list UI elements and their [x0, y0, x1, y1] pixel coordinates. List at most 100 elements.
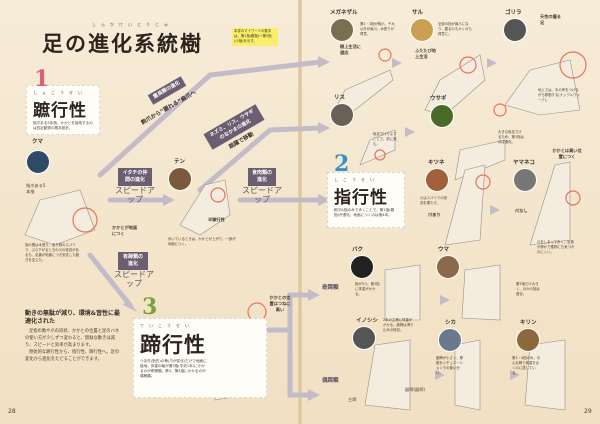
- fox-photo: [425, 168, 449, 192]
- path-ungulate: [87, 252, 133, 308]
- section3-heading: 蹄行性: [140, 332, 206, 357]
- section2-ruby: しこうせい: [334, 177, 379, 182]
- deer-name: シカ: [445, 320, 457, 326]
- odd-toed-label: 奇蹄類: [322, 285, 339, 291]
- boar-desc: 2本の主蹄に体重がかかる。副蹄は滑り止めの役割。: [383, 318, 414, 332]
- marten-foot: [179, 179, 231, 236]
- section3-number: 3: [142, 294, 158, 320]
- even-toed-label: 偶蹄類: [322, 378, 339, 384]
- path-ungulate-split: [262, 292, 313, 398]
- weasel-speed: スピードアップ: [115, 186, 155, 204]
- section1-number: 1: [34, 66, 50, 92]
- fox-foot: [444, 164, 486, 246]
- path-primate: [97, 59, 323, 178]
- marten-desc: 歩いているときは、かかとが上がり、一部が地面につく。: [168, 237, 236, 246]
- bear-foot: [24, 189, 96, 246]
- summary-body-2: 原始的な蹠行性から、指行性、蹄行性へ。足の変化から進化をたどることができます。: [25, 350, 120, 362]
- title-ruby: しんかけいとうじゅ: [92, 22, 173, 27]
- section1-heading: 蹠行性: [33, 101, 87, 121]
- page-number-right: 29: [584, 408, 592, 415]
- horse-name: ウマ: [438, 247, 450, 253]
- tapir-desc: 指が3つ。第3指に体重がかかる。: [355, 282, 380, 296]
- giraffe-desc: 第3・4指のみ。中心な蹄で体重をまくのに適している。: [512, 356, 541, 375]
- gutter: [298, 0, 302, 424]
- boar-main-hoof-label: 主蹄: [348, 397, 357, 402]
- squirrel-desc: 後足でけりよすことで、前に進む。: [373, 132, 397, 146]
- horse-photo: [436, 255, 460, 279]
- ungulate-speed: スピードアップ: [114, 270, 154, 288]
- ungulate-heel-label: かかとの位置はつねに高い: [269, 295, 291, 312]
- carnivore-branch-tag: 食肉類の進化: [248, 168, 276, 186]
- squirrel-foot: [359, 129, 396, 166]
- monkey-desc: 全部の指が扁爪になり、握るのもかくのも得意に。: [438, 22, 472, 36]
- page-number-left: 28: [8, 408, 16, 415]
- section3-ruby: ていこうせい: [140, 323, 194, 328]
- giraffe-photo: [516, 328, 540, 352]
- gorilla-desc: 地上では、手の甲をつけながら移動する(ナックルウォーク)。: [538, 88, 580, 102]
- bear-callout: 指爪ある5本指: [26, 183, 46, 194]
- boar-photo: [352, 326, 376, 350]
- section1-desc: 指爪ある5本指、かかとを接地するのは四足動物の基本設計。: [33, 121, 93, 130]
- marten-name: テン: [174, 159, 186, 165]
- gorilla-name: ゴリラ: [505, 10, 522, 16]
- gorilla-callout: 天性の握る足: [540, 14, 561, 25]
- horse-desc: 第3指だけ大きく、ほかの指は退化。: [516, 282, 540, 296]
- path-rodent: [197, 125, 323, 193]
- rabbit-photo: [430, 104, 454, 128]
- squirrel-name: リス: [334, 95, 346, 101]
- bear-heel-label: かかとが地面につく: [112, 225, 138, 236]
- fox-callout: 爪あり: [428, 212, 441, 217]
- tapir-name: バク: [352, 247, 364, 253]
- summary-heading: 動きの無駄が減り、環境&習性に最適化された: [25, 310, 120, 325]
- bear-photo: [26, 150, 50, 174]
- giraffe-foot: [524, 339, 566, 411]
- tarsier-desc: 第2・3指が鉤爪、それ以外が扁爪。木登りが得意。: [360, 22, 395, 36]
- section1-card: しょこうせい 蹠行性 指爪ある5本指、かかとを接地するのは四足動物の基本設計。: [26, 85, 100, 135]
- giraffe-name: キリン: [520, 320, 537, 326]
- rabbit-desc: 大きな後足でけるため、第1指はほぼ退化。: [498, 130, 524, 144]
- bear-desc: 指の間は木登り、走り時のスパイク、ぶら下がるときの爪の役割があるも、足裏が地面に…: [25, 243, 80, 262]
- deer-foot: [454, 339, 481, 411]
- monkey-photo: [410, 18, 434, 42]
- heel-circles: [72, 48, 587, 322]
- tarsier-photo: [330, 18, 354, 42]
- wildcat-foot: [529, 161, 571, 246]
- monkey-callout: ふたたび地上生活: [415, 48, 436, 59]
- boar-sub-hoof-label: 副蹄(副蹄): [405, 387, 426, 392]
- carnivore-speed: スピードアップ: [242, 186, 282, 204]
- foot-sketches: [24, 54, 581, 411]
- page-title: 足の進化系統樹: [42, 31, 203, 56]
- fox-name: キツネ: [428, 160, 445, 166]
- squirrel-photo: [330, 103, 354, 127]
- wildcat-callout: 爪なし: [515, 208, 528, 213]
- section3-desc: つま先(指先)の骨(爪が変化)だけで地面に接地。体重の軸が第3指(中央1本)にか…: [140, 359, 207, 378]
- deer-desc: 副蹄が小さく、移動をシチュエーションでの使い分け。: [436, 356, 464, 375]
- boar-foot: [364, 339, 411, 411]
- bear-name: クマ: [32, 139, 44, 145]
- tarsier-name: メガネザル: [330, 10, 358, 16]
- wildcat-name: ヤマネコ: [513, 160, 535, 166]
- weasel-branch-tag: イタチの仲間の進化: [118, 168, 152, 186]
- wildcat-desc: 爪をしまっておく。足音が静かで獲物にも気づかれにくい。: [537, 240, 575, 254]
- section2-number: 2: [334, 151, 350, 177]
- ungulate-branch-tag: 有蹄類の進化: [118, 252, 148, 270]
- section2-card: しこうせい 指行性 鉤爪&指のみで歩くことで、第1指(親指)が退化。地面につくの…: [327, 172, 405, 228]
- gorilla-photo: [503, 18, 527, 42]
- marten-type: 半蹠行性: [208, 217, 225, 222]
- tarsier-callout: 樹上生活に適応: [340, 44, 361, 55]
- section2-desc: 鉤爪&指のみで歩くことで、第1指(親指)が退化。地面につくのは指4本。: [334, 208, 395, 217]
- arrows: [123, 56, 520, 401]
- note-box: 本書のマイワーミの数字は、第1指(親指)〜第5指(小指)を示す。: [232, 28, 278, 46]
- marten-photo: [168, 167, 192, 191]
- section1-ruby: しょこうせい: [33, 90, 87, 95]
- gorilla-foot: [504, 59, 581, 116]
- tapir-foot: [384, 264, 421, 321]
- wildcat-heel-label: かかとは高い位置につく: [552, 148, 582, 159]
- monkey-name: サル: [412, 10, 424, 16]
- horse-foot: [461, 264, 501, 321]
- deer-photo: [438, 328, 462, 352]
- section3-card: ていこうせい 蹄行性 つま先(指先)の骨(爪が変化)だけで地面に接地。体重の軸が…: [133, 318, 267, 398]
- summary-body-1: 足指の数や爪の形状、かかとの位置と足のバネの使い方が少しずつ変わると、無駄な動き…: [25, 329, 120, 348]
